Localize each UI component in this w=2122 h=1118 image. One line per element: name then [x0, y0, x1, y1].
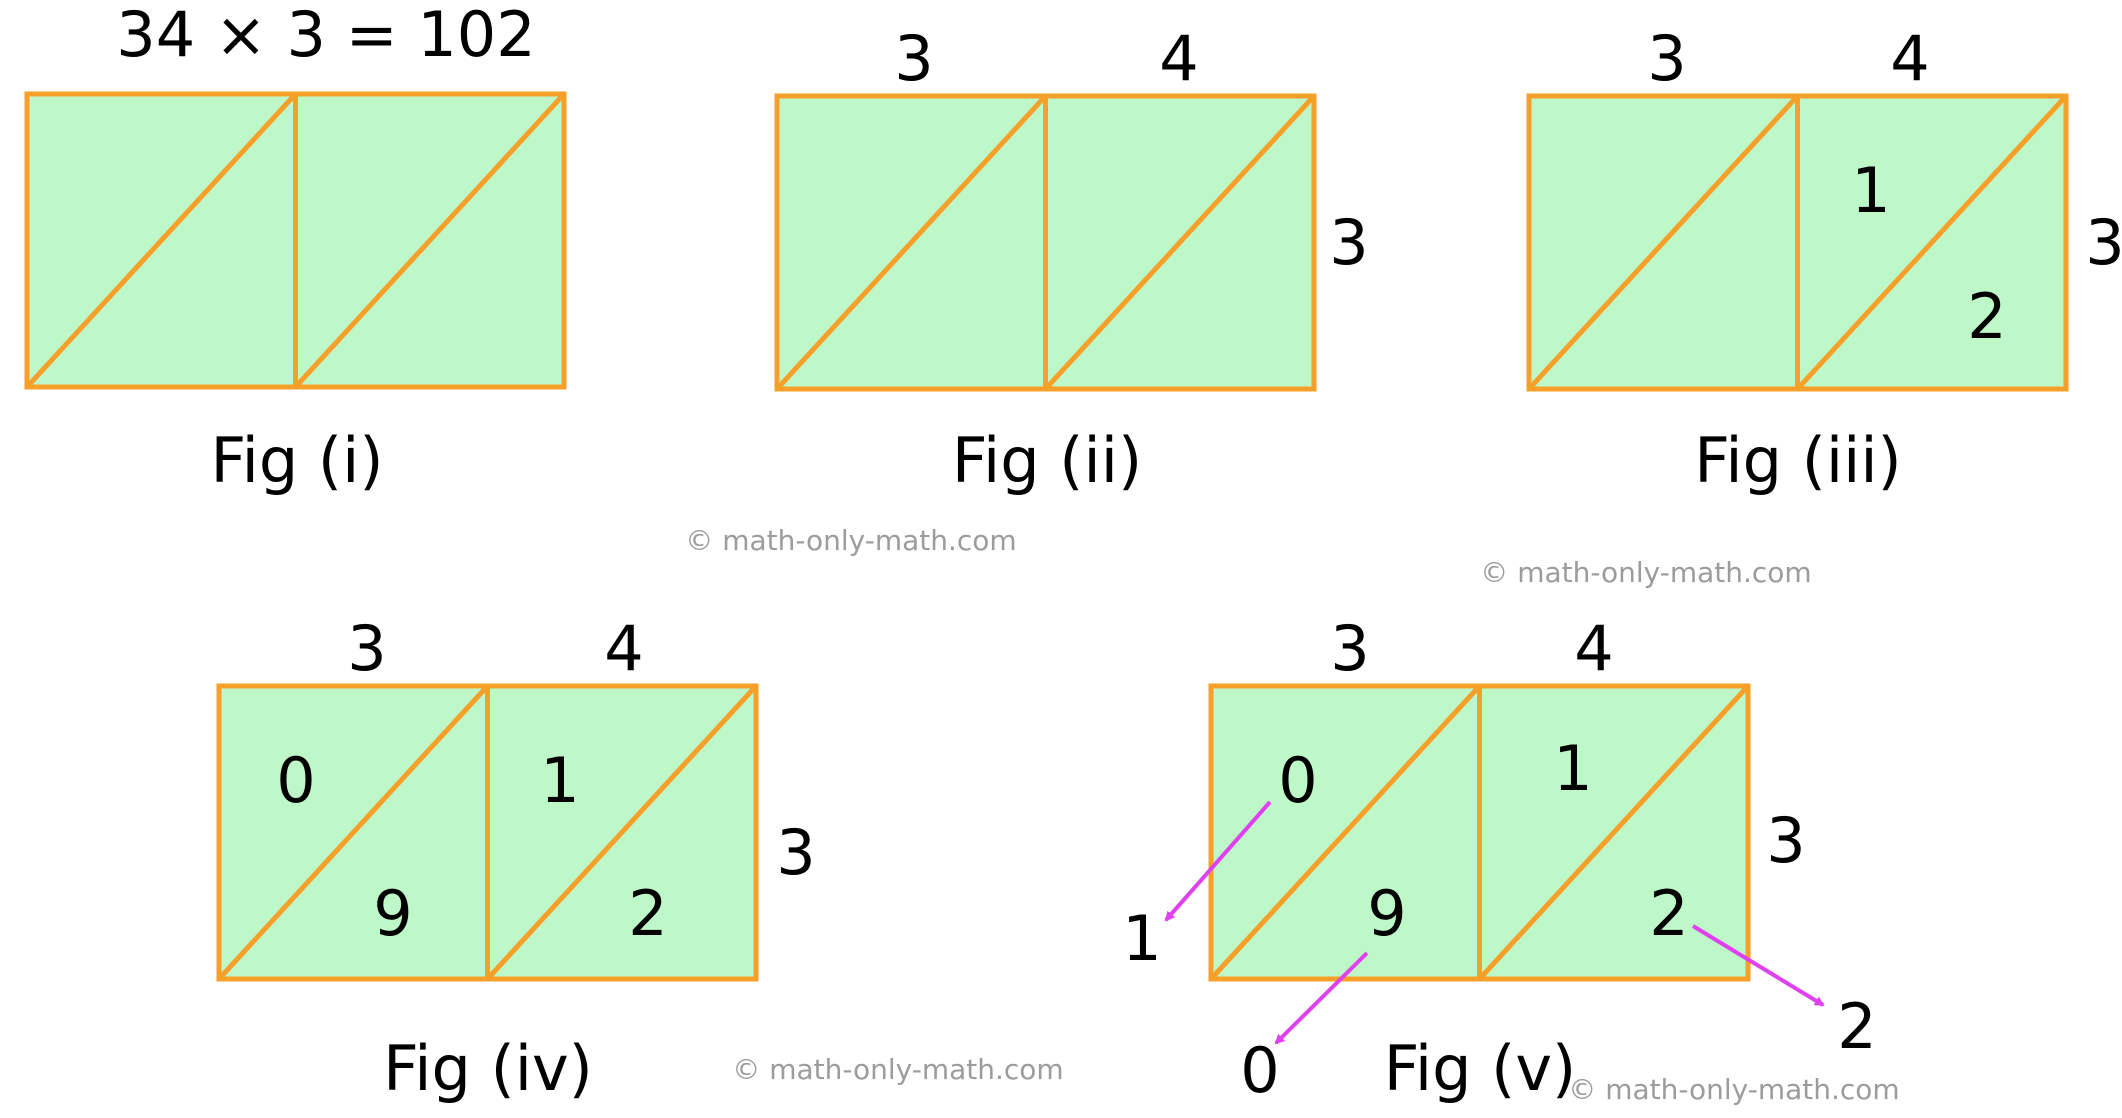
fig2-grid — [774, 93, 1317, 392]
watermark-2: © math-only-math.com — [1480, 556, 1811, 589]
fig2-cell-2-diagonal — [1043, 94, 1316, 391]
fig5-top-digit-2: 4 — [1574, 612, 1613, 685]
watermark-3: © math-only-math.com — [732, 1053, 1063, 1086]
fig2-cell-1-diagonal — [775, 94, 1048, 391]
fig4-top-digit-1: 3 — [347, 612, 386, 685]
fig4-cell-2-lower: 2 — [628, 877, 667, 950]
fig3-top-digit-1: 3 — [1647, 22, 1686, 95]
fig2-side-digit: 3 — [1329, 206, 1368, 279]
fig2-caption: Fig (ii) — [952, 424, 1142, 497]
fig3-side-digit: 3 — [2085, 206, 2122, 279]
fig1-cell-1-diagonal — [25, 92, 298, 389]
fig5-caption: Fig (v) — [1384, 1032, 1577, 1105]
fig4-cell-2-diagonal — [485, 684, 758, 981]
fig4-side-digit: 3 — [776, 816, 815, 889]
fig4-cell-2-upper: 1 — [540, 744, 579, 817]
fig4-top-digit-2: 4 — [604, 612, 643, 685]
fig3-cell-1-diagonal — [1527, 94, 1800, 391]
fig4-grid — [216, 683, 759, 982]
fig5-arrow-1 — [1164, 800, 1272, 922]
fig5-arrow-3 — [1691, 924, 1825, 1007]
watermark-4: © math-only-math.com — [1568, 1073, 1899, 1106]
fig5-result-digit-3: 2 — [1837, 990, 1876, 1063]
fig5-result-digit-2: 0 — [1240, 1034, 1279, 1107]
fig3-caption: Fig (iii) — [1694, 424, 1902, 497]
fig4-cell-1-upper: 0 — [276, 744, 315, 817]
fig3-cell-2-diagonal — [1795, 94, 2068, 391]
equation: 34 × 3 = 102 — [116, 0, 535, 71]
fig5-arrow-2 — [1274, 951, 1369, 1045]
fig3-grid — [1526, 93, 2069, 392]
fig2-top-digit-1: 3 — [894, 22, 933, 95]
fig5-cell-1-diagonal — [1209, 684, 1482, 981]
fig5-cell-2-diagonal — [1477, 684, 1750, 981]
fig5-cell-1-upper: 0 — [1278, 744, 1317, 817]
lattice-grids — [24, 91, 2069, 982]
fig5-side-digit: 3 — [1766, 804, 1805, 877]
fig5-cell-2-lower: 2 — [1649, 877, 1688, 950]
fig3-cell-upper: 1 — [1851, 154, 1890, 227]
fig4-cell-1-lower: 9 — [373, 877, 412, 950]
fig5-cell-1-lower: 9 — [1367, 877, 1406, 950]
fig1-caption: Fig (i) — [210, 424, 383, 497]
fig2-top-digit-2: 4 — [1159, 22, 1198, 95]
fig4-caption: Fig (iv) — [383, 1032, 593, 1105]
fig5-result-digit-1: 1 — [1122, 902, 1161, 975]
fig3-cell-lower: 2 — [1967, 280, 2006, 353]
watermark-1: © math-only-math.com — [685, 524, 1016, 557]
fig3-top-digit-2: 4 — [1890, 22, 1929, 95]
fig1-grid — [24, 91, 567, 390]
fig1-cell-2-diagonal — [293, 92, 566, 389]
fig5-grid — [1208, 683, 1751, 982]
fig5-top-digit-1: 3 — [1330, 612, 1369, 685]
fig4-cell-1-diagonal — [217, 684, 490, 981]
fig5-cell-2-upper: 1 — [1553, 732, 1592, 805]
